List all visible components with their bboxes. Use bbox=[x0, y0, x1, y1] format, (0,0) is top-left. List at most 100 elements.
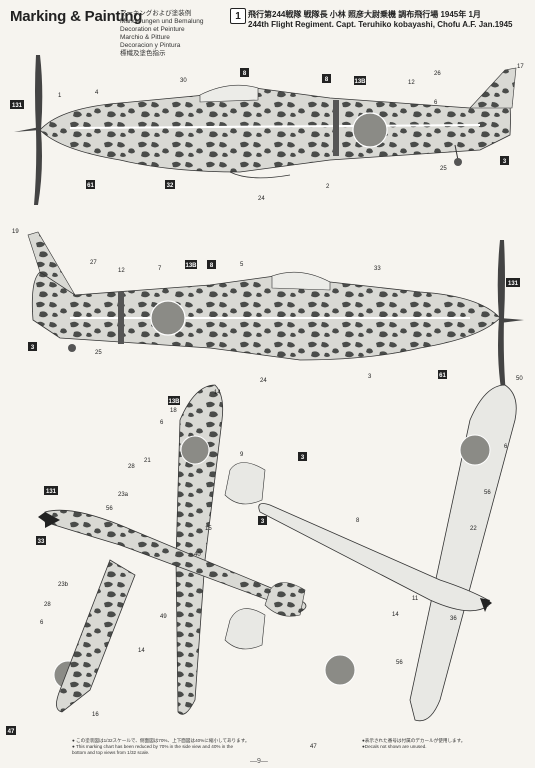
callout-13B-b-text: 13B bbox=[185, 263, 197, 269]
callout-15: 15 bbox=[205, 526, 212, 532]
callout-131-c-text: 131 bbox=[46, 489, 57, 495]
callout-14-a: 14 bbox=[214, 390, 221, 396]
hinomaru-top-1 bbox=[180, 435, 210, 465]
page-number: —9— bbox=[250, 758, 268, 765]
callout-17: 17 bbox=[517, 64, 524, 70]
note-left-line: bottom and top views from 1/32 scale. bbox=[72, 750, 150, 755]
note-left-line: ● この塗装図は1/32スケールで、側面図は70%、上下面図は40%に縮小してあ… bbox=[72, 738, 250, 743]
callout-61-a-text: 61 bbox=[87, 183, 94, 189]
callout-28-b: 28 bbox=[44, 602, 51, 608]
callout-13B-c-text: 13B bbox=[168, 399, 180, 405]
propeller-left bbox=[34, 55, 43, 205]
notes-right: ●表示された番号は付属のデカールが使用します。 ●Decals not show… bbox=[362, 738, 522, 750]
callout-61-b-text: 61 bbox=[439, 373, 446, 379]
callout-22: 22 bbox=[470, 526, 477, 532]
callout-4: 4 bbox=[95, 90, 99, 96]
callout-9: 9 bbox=[240, 452, 244, 458]
callout-3-d-text: 3 bbox=[261, 519, 265, 525]
callout-27: 27 bbox=[90, 260, 97, 266]
callout-50: 50 bbox=[516, 376, 523, 382]
hinomaru-side-right bbox=[150, 300, 186, 336]
subtitle-es: Decoracion y Pintura bbox=[120, 42, 181, 49]
callout-24-b: 24 bbox=[260, 378, 267, 384]
callout-56-a: 56 bbox=[106, 506, 113, 512]
callout-61-b: 61 bbox=[438, 370, 447, 379]
callout-25-b: 25 bbox=[95, 350, 102, 356]
subtitle-list: マーキングおよび塗装例 Markierungen und Bemalung De… bbox=[120, 10, 203, 58]
subtitle-jp: マーキングおよび塗装例 bbox=[120, 10, 192, 17]
callout-32-a-text: 32 bbox=[167, 183, 174, 189]
subtitle-de: Markierungen und Bemalung bbox=[120, 18, 204, 25]
callout-7: 7 bbox=[158, 266, 162, 272]
callout-3-d: 3 bbox=[258, 516, 267, 525]
callout-8-a: 8 bbox=[240, 68, 249, 77]
scheme-title-jp: 飛行第244戦隊 戦隊長 小林 照彦大尉乗機 調布飛行場 1945年 1月 bbox=[248, 10, 481, 19]
subtitle-it: Marchio & Pitture bbox=[120, 34, 170, 41]
callout-2: 2 bbox=[326, 184, 330, 190]
note-right-line: ●表示された番号は付属のデカールが使用します。 bbox=[362, 738, 466, 743]
callout-23b: 23b bbox=[58, 582, 69, 588]
callout-33-a-text: 33 bbox=[38, 539, 45, 545]
callout-47-a-text: 47 bbox=[8, 729, 15, 735]
callout-131-b: 131 bbox=[506, 278, 520, 287]
callout-13B-c: 13B bbox=[168, 396, 180, 405]
top-view-fuselage bbox=[44, 509, 307, 613]
callout-26: 26 bbox=[434, 71, 441, 77]
subtitle-zh: 標幟及塗色指示 bbox=[120, 50, 166, 57]
callout-47-b: 47 bbox=[310, 744, 317, 750]
callout-3-a: 3 bbox=[500, 156, 509, 165]
callout-47-a: 47 bbox=[6, 726, 16, 735]
callout-8-b-text: 8 bbox=[325, 77, 329, 83]
callout-11: 11 bbox=[412, 596, 419, 602]
bottom-view bbox=[224, 384, 517, 722]
callout-14-c: 14 bbox=[392, 612, 399, 618]
callout-8-a-text: 8 bbox=[243, 71, 247, 77]
hinomaru-bottom-2 bbox=[324, 654, 356, 686]
callout-3-b-text: 3 bbox=[31, 345, 35, 351]
side-view-right-fuselage bbox=[31, 271, 501, 361]
callout-131-a-text: 131 bbox=[12, 103, 23, 109]
callout-8-b: 8 bbox=[322, 74, 331, 83]
callout-131-c: 131 bbox=[44, 486, 58, 495]
side-view-left-fuselage bbox=[39, 86, 511, 173]
callout-19: 19 bbox=[12, 229, 19, 235]
callout-61-a: 61 bbox=[86, 180, 95, 189]
callout-24-a: 24 bbox=[258, 196, 265, 202]
callout-13B-a-text: 13B bbox=[354, 79, 366, 85]
notes-left: ● この塗装図は1/32スケールで、側面図は70%、上下面図は40%に縮小してあ… bbox=[72, 738, 272, 756]
bottom-view-wings bbox=[409, 384, 517, 722]
callout-131-a: 131 bbox=[10, 100, 24, 109]
hinomaru-side-left bbox=[352, 112, 388, 148]
side-view-left bbox=[14, 55, 517, 205]
callout-8-c-text: 8 bbox=[210, 263, 214, 269]
callout-14-b: 14 bbox=[138, 648, 145, 654]
callout-36: 36 bbox=[450, 616, 457, 622]
callout-1: 1 bbox=[58, 93, 62, 99]
callout-33-a: 33 bbox=[36, 536, 46, 545]
propeller-right bbox=[497, 240, 506, 395]
callout-6-c: 6 bbox=[40, 620, 44, 626]
callout-56-b: 56 bbox=[484, 490, 491, 496]
callout-28: 28 bbox=[128, 464, 135, 470]
callout-3-a-text: 3 bbox=[503, 159, 507, 165]
hinomaru-bottom-1 bbox=[459, 434, 491, 466]
callout-8-d: 8 bbox=[356, 518, 360, 524]
scheme-title-en: 244th Flight Regiment. Capt. Teruhiko ko… bbox=[248, 20, 513, 29]
callout-30: 30 bbox=[180, 78, 187, 84]
callout-16: 16 bbox=[92, 712, 99, 718]
callout-13B-b: 13B bbox=[185, 260, 197, 269]
callout-8-c: 8 bbox=[207, 260, 216, 269]
callout-3-e: 3 bbox=[368, 374, 372, 380]
note-left-line: ● This marking chart has been reduced by… bbox=[72, 744, 234, 749]
side-view-right bbox=[27, 231, 524, 395]
callout-40: 40 bbox=[194, 552, 201, 558]
scheme-number-badge: 1 bbox=[230, 8, 246, 24]
top-view bbox=[38, 384, 307, 715]
top-view-wings bbox=[175, 384, 224, 715]
page-title: Marking & Painting bbox=[10, 8, 143, 25]
callout-23a: 23a bbox=[118, 492, 129, 498]
callout-3-b: 3 bbox=[28, 342, 37, 351]
callout-18: 18 bbox=[170, 408, 177, 414]
callout-6-a: 6 bbox=[434, 100, 438, 106]
note-right-line: ●Decals not shown are unused. bbox=[362, 744, 427, 749]
